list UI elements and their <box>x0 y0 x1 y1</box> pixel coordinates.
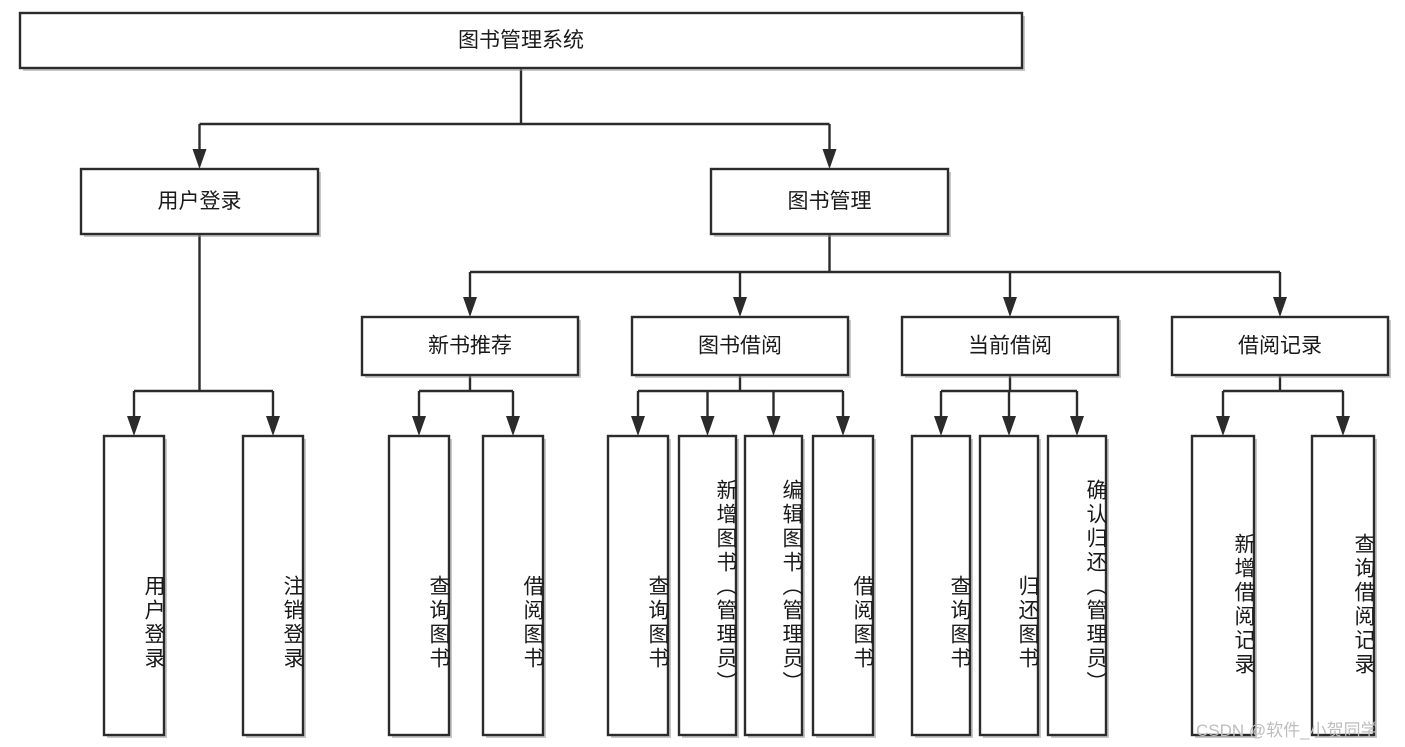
arrow-head-icon <box>934 416 948 436</box>
arrow-head-icon <box>822 149 837 169</box>
arrow-head-icon <box>1002 416 1016 436</box>
node-new-book-rec[interactable]: 新书推荐 <box>360 315 581 378</box>
node-label: 新书推荐 <box>428 335 512 358</box>
arrow-head-icon <box>1216 416 1230 436</box>
arrow-head-icon <box>127 416 141 436</box>
arrow-head-icon <box>266 416 280 436</box>
csdn-watermark: CSDN @软件_小贺同学 <box>1196 721 1378 740</box>
arrow-head-icon <box>733 297 747 317</box>
node-box[interactable] <box>630 315 850 377</box>
node-label: 图书管理系统 <box>458 29 584 52</box>
connector-layer <box>127 68 1350 436</box>
node-box[interactable] <box>709 167 950 236</box>
node-borrow-record[interactable]: 借阅记录 <box>1170 315 1391 378</box>
arrow-head-icon <box>192 149 207 169</box>
node-box[interactable] <box>743 434 804 737</box>
node-label: 借阅记录 <box>1238 335 1322 358</box>
arrow-head-icon <box>700 416 715 436</box>
node-box[interactable] <box>387 434 451 737</box>
node-label: 图书管理 <box>788 190 872 213</box>
node-box[interactable] <box>241 434 305 737</box>
node-user-login[interactable]: 用户登录 <box>79 167 321 237</box>
arrow-head-icon <box>1336 416 1350 436</box>
node-leaf-rec-borrow[interactable] <box>481 434 546 738</box>
arrow-head-icon <box>1273 297 1287 317</box>
node-box[interactable] <box>102 434 166 737</box>
node-leaf-rec-search[interactable] <box>1310 434 1377 738</box>
node-box[interactable] <box>811 434 875 737</box>
node-leaf-borrow-do[interactable] <box>811 434 876 738</box>
node-root[interactable]: 图书管理系统 <box>18 11 1025 71</box>
arrow-head-icon <box>412 416 426 436</box>
node-label: 图书借阅 <box>698 335 782 358</box>
node-leaf-rec-query[interactable] <box>387 434 452 738</box>
node-box[interactable] <box>360 315 580 377</box>
node-book-manage[interactable]: 图书管理 <box>709 167 951 237</box>
node-box[interactable] <box>978 434 1040 737</box>
node-box[interactable] <box>79 167 320 236</box>
arrow-head-icon <box>631 416 645 436</box>
node-box[interactable] <box>481 434 545 737</box>
node-box[interactable] <box>18 11 1024 70</box>
node-leaf-cur-return[interactable] <box>978 434 1041 738</box>
node-label: 用户登录 <box>158 190 242 213</box>
node-leaf-rec-add[interactable] <box>1190 434 1257 738</box>
node-box[interactable] <box>1190 434 1256 737</box>
node-box[interactable] <box>1046 434 1108 737</box>
node-box[interactable] <box>910 434 972 737</box>
node-leaf-borrow-query[interactable] <box>606 434 671 738</box>
node-box[interactable] <box>677 434 738 737</box>
arrow-head-icon <box>463 297 477 317</box>
node-box[interactable] <box>900 315 1120 377</box>
node-box[interactable] <box>1170 315 1390 377</box>
arrow-head-icon <box>766 416 781 436</box>
node-current-borrow[interactable]: 当前借阅 <box>900 315 1121 378</box>
node-box[interactable] <box>1310 434 1376 737</box>
arrow-head-icon <box>1070 416 1084 436</box>
node-leaf-borrow-edit[interactable] <box>743 434 805 738</box>
arrow-head-icon <box>506 416 520 436</box>
arrow-head-icon <box>1003 297 1017 317</box>
node-book-borrow[interactable]: 图书借阅 <box>630 315 851 378</box>
node-leaf-cur-confirm[interactable] <box>1046 434 1109 738</box>
node-label: 当前借阅 <box>968 335 1052 358</box>
node-leaf-user-logout[interactable] <box>241 434 306 738</box>
node-leaf-cur-query[interactable] <box>910 434 973 738</box>
node-leaf-user-login[interactable] <box>102 434 167 738</box>
node-leaf-borrow-add[interactable] <box>677 434 739 738</box>
node-box[interactable] <box>606 434 670 737</box>
arrow-head-icon <box>836 416 850 436</box>
